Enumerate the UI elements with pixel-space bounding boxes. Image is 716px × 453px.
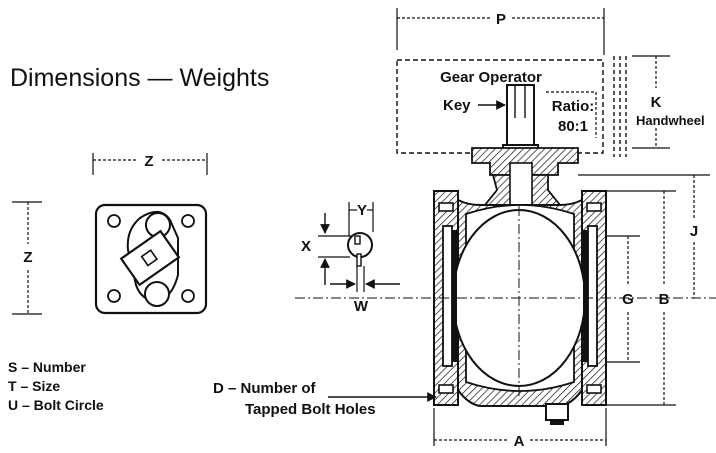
gear-operator-section: P K Handwheel Gear Operator Key Ratio: 8… <box>396 8 705 160</box>
dim-k-label: K <box>651 94 662 111</box>
dim-g-label: G <box>622 291 634 308</box>
bolt-hole-icon <box>107 214 121 228</box>
dim-g: G <box>606 235 640 363</box>
dim-w-label: W <box>354 298 369 315</box>
ratio-label: Ratio: <box>552 98 595 115</box>
legend: S – Number T – Size U – Bolt Circle <box>8 359 104 413</box>
dim-b-label: B <box>659 291 670 308</box>
dim-p-label: P <box>496 11 506 28</box>
legend-u: U – Bolt Circle <box>8 397 104 413</box>
bolt-hole-icon <box>181 289 195 303</box>
flange-top-view: Z Z <box>12 153 208 315</box>
stem-key-detail: Y X W <box>301 202 400 315</box>
handwheel-label: Handwheel <box>636 113 705 128</box>
bolt-hole-icon <box>181 214 195 228</box>
dim-y-label: Y <box>357 202 367 219</box>
legend-t: T – Size <box>8 378 60 394</box>
dim-b: B <box>606 190 676 406</box>
valve-body-section <box>295 147 716 425</box>
dim-a: A <box>433 408 607 450</box>
dim-j-label: J <box>690 223 698 240</box>
bolt-holes-line1: D – Number of <box>213 380 317 397</box>
bolt-hole-icon <box>107 289 121 303</box>
legend-s: S – Number <box>8 359 86 375</box>
dim-z-top-label: Z <box>144 153 153 170</box>
gear-operator-title: Gear Operator <box>440 69 542 86</box>
ratio-value: 80:1 <box>558 118 588 135</box>
bolt-holes-line2: Tapped Bolt Holes <box>245 401 376 418</box>
dim-a-label: A <box>514 433 525 448</box>
dim-j: J <box>578 174 710 298</box>
page-title: Dimensions — Weights <box>10 64 269 92</box>
dim-x-label: X <box>301 238 311 255</box>
bolt-holes-callout: D – Number of Tapped Bolt Holes <box>213 380 437 418</box>
key-label: Key <box>443 97 471 114</box>
dim-z-side-label: Z <box>23 249 32 266</box>
